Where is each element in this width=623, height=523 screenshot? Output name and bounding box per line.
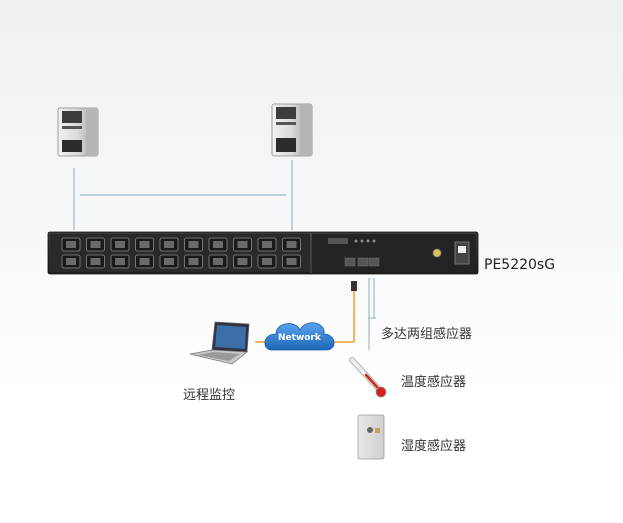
outlet-face [139,258,150,265]
outlet-face [237,258,248,265]
outlet-face [115,258,125,265]
outlet-face [262,258,272,265]
temperature-sensor-label: 温度感应器 [401,375,467,390]
humidity-sensor-icon [357,414,385,460]
outlet-face [188,241,199,248]
outlet-face [164,258,174,265]
outlet-face [164,241,174,248]
outlet-face [286,258,297,265]
server-left-icon [57,107,99,157]
outlet-face [213,241,223,248]
outlet-face [139,241,150,248]
outlet-face [188,258,199,265]
outlet-face [90,258,101,265]
remote-monitoring-label: 远程监控 [183,388,236,403]
outlet-face [66,258,76,265]
humidity-sensor-label: 湿度感应器 [401,439,467,454]
power-cables [73,160,293,230]
multi-sensor-label: 多达两组感应器 [381,327,473,342]
outlet-face [66,241,76,248]
network-connector [351,281,357,291]
network-label: Network [278,333,321,343]
outlet-face [262,241,272,248]
pdu-model-label: PE5220sG [484,257,556,273]
outlet-face [237,241,248,248]
outlet-face [115,241,125,248]
server-right-icon [271,103,313,157]
outlet-face [213,258,223,265]
laptop-icon [189,321,250,365]
outlet-face [90,241,101,248]
network-cloud-icon [264,322,335,351]
pdu-outlets [61,237,301,269]
pdu-device [47,231,479,275]
outlet-face [286,241,297,248]
thermometer-icon [349,357,387,398]
sensor-cables [368,278,376,350]
